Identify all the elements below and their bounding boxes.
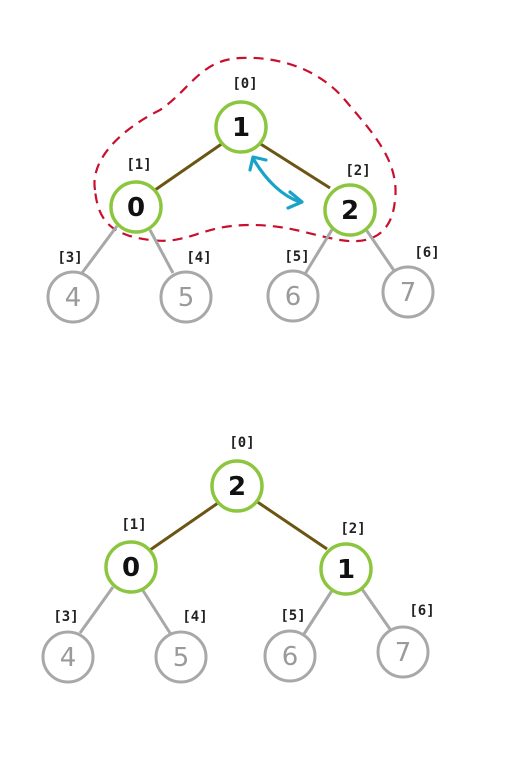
node-value: 0 [127, 193, 145, 223]
node-value: 2 [228, 472, 246, 502]
node-index-label: [3] [53, 609, 78, 625]
node-value: 2 [341, 196, 359, 226]
node-value: 4 [65, 283, 82, 313]
node-circle [46, 270, 100, 324]
tree-node: [4] 5 [159, 250, 213, 324]
tree-node: [5] 6 [263, 608, 317, 683]
edge-1-4 [140, 588, 172, 634]
node-circle [41, 630, 95, 684]
edge-0-1 [154, 141, 224, 192]
edge-0-2 [258, 141, 331, 190]
node-index-label: [4] [186, 250, 211, 266]
node-circle [323, 183, 377, 237]
node-circle [104, 540, 158, 594]
node-index-label: [2] [340, 521, 365, 537]
node-index-label: [0] [232, 76, 257, 92]
node-value: 6 [282, 642, 299, 672]
node-circle [210, 459, 264, 513]
tree-node: [2] 2 [323, 163, 377, 237]
node-index-label: [0] [229, 435, 254, 451]
node-index-label: [1] [126, 157, 151, 173]
node-circle [319, 542, 373, 596]
node-value: 1 [232, 113, 250, 143]
tree-node: [3] 4 [41, 609, 95, 684]
edge-2-6 [360, 588, 394, 633]
node-index-label: [5] [280, 608, 305, 624]
edge-1-4 [148, 229, 175, 274]
node-circle [266, 269, 320, 323]
edge-1-3 [78, 586, 115, 634]
edge-2-6 [363, 227, 397, 273]
node-value: 0 [122, 553, 140, 583]
tree-node: [3] 4 [46, 250, 100, 324]
node-index-label: [6] [414, 245, 439, 261]
edge-0-1 [149, 501, 219, 552]
node-circle [263, 629, 317, 683]
node-index-label: [3] [57, 250, 82, 266]
tree-node: [6] 7 [376, 603, 435, 679]
tree-node: [0] 1 [214, 76, 268, 154]
edge-1-3 [80, 225, 119, 274]
tree-before: [0] 1 [1] 0 [2] 2 [3] 4 [4] 5 [46, 56, 440, 324]
edge-0-2 [255, 499, 328, 551]
tree-node: [4] 5 [154, 609, 208, 684]
double-headed-curved-arrow-icon [248, 155, 304, 210]
edge-2-5 [303, 227, 335, 275]
node-index-label: [5] [284, 249, 309, 265]
tree-node: [2] 1 [319, 521, 373, 596]
node-circle [381, 265, 435, 319]
dashed-outline [93, 56, 397, 243]
tree-node: [6] 7 [381, 245, 440, 319]
node-value: 5 [173, 643, 190, 673]
node-index-label: [4] [182, 609, 207, 625]
node-index-label: [1] [121, 517, 146, 533]
node-value: 5 [178, 283, 195, 313]
node-circle [109, 180, 163, 234]
node-index-label: [6] [409, 603, 434, 619]
node-value: 6 [285, 282, 302, 312]
tree-node: [0] 2 [210, 435, 264, 513]
node-value: 7 [400, 278, 417, 308]
tree-node: [1] 0 [104, 517, 158, 594]
node-value: 1 [337, 555, 355, 585]
node-circle [214, 100, 268, 154]
node-circle [159, 270, 213, 324]
edge-2-5 [302, 588, 335, 635]
tree-node: [5] 6 [266, 249, 320, 323]
tree-node: [1] 0 [109, 157, 163, 234]
tree-after: [0] 2 [1] 0 [2] 1 [3] 4 [4] 5 [41, 435, 435, 684]
node-circle [154, 630, 208, 684]
node-value: 7 [395, 638, 412, 668]
node-index-label: [2] [345, 163, 370, 179]
node-circle [376, 625, 430, 679]
node-value: 4 [60, 643, 77, 673]
